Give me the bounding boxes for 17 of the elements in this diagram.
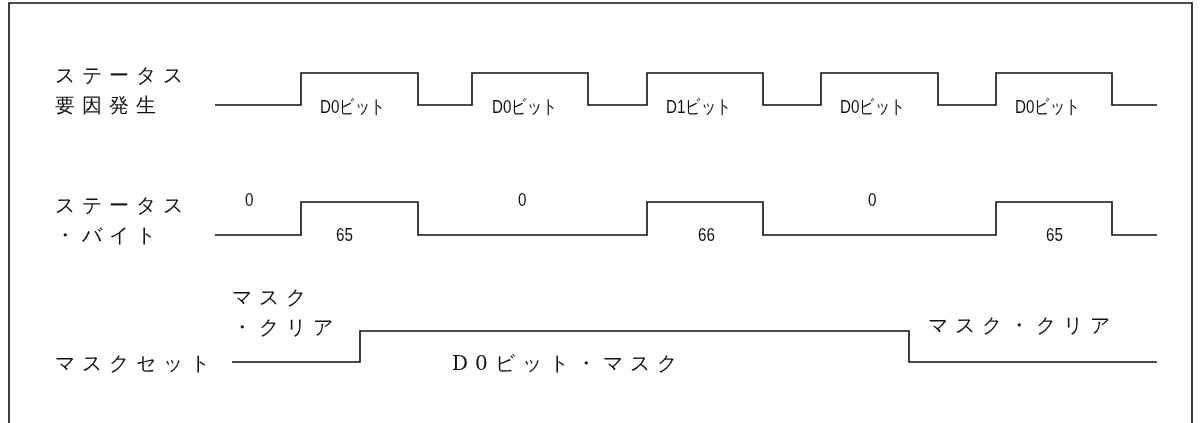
pulse-label: D0ビット (492, 95, 558, 119)
signal-name: ステータス要因発生 (55, 62, 190, 119)
value-label: 66 (698, 223, 715, 247)
value-label: 65 (1046, 223, 1063, 247)
signal-name: ステータス・バイト (55, 192, 190, 249)
value-label: 0 (518, 188, 527, 212)
pulse-label: D0ビット (840, 95, 906, 119)
value-label: 65 (336, 223, 353, 247)
pulse-label: D0ビット (320, 95, 386, 119)
state-label: マスク・クリア (928, 312, 1117, 339)
pulse-label: D1ビット (666, 95, 732, 119)
pulse-label: D0ビット (1015, 95, 1081, 119)
value-label: 0 (245, 188, 254, 212)
state-label: マスク・クリア (232, 284, 340, 341)
state-label: D0ビット・マスク (452, 350, 684, 377)
value-label: 0 (868, 188, 877, 212)
signal-name: マスクセット (55, 350, 217, 377)
